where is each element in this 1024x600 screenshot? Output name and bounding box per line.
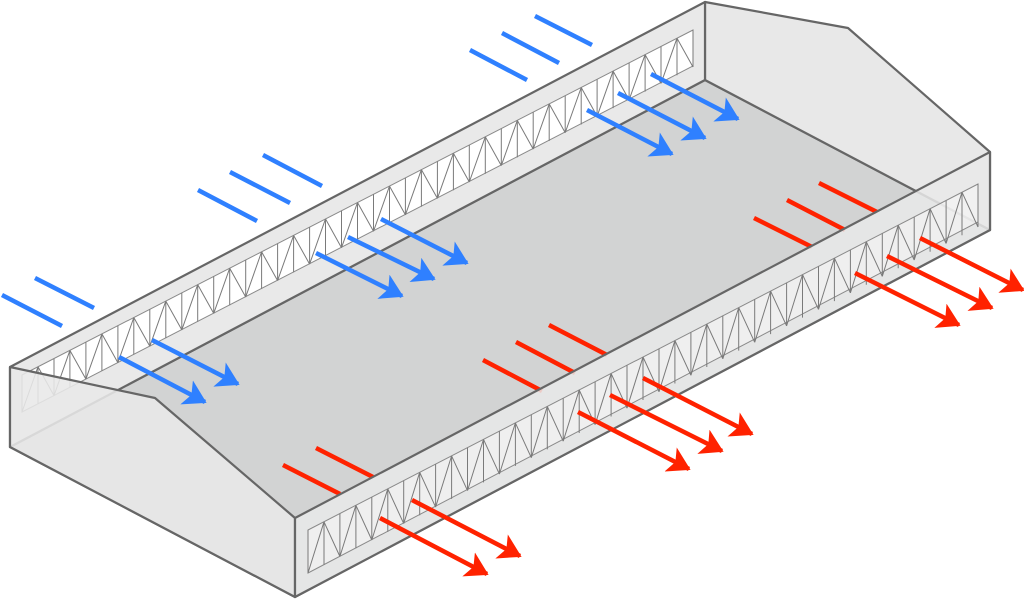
front-truss-icon [307, 184, 979, 574]
exhaust-arrow [641, 375, 754, 437]
intake-line [468, 48, 529, 82]
exhaust-arrow [918, 235, 1024, 293]
intake-line [0, 293, 64, 328]
exhaust-arrow [886, 253, 994, 311]
exhaust-arrows-outside [378, 235, 1024, 577]
intake-arrow [616, 91, 707, 141]
exhaust-line [281, 462, 342, 497]
exhaust-arrow [576, 409, 691, 472]
exhaust-line [314, 445, 375, 480]
intake-line [33, 275, 96, 311]
exhaust-line [514, 340, 577, 375]
intake-arrow [150, 337, 240, 387]
intake-arrow [379, 216, 469, 266]
exhaust-line [752, 215, 814, 250]
intake-arrow [585, 108, 674, 157]
exhaust-line [481, 358, 544, 393]
exhaust-arrow [853, 270, 961, 328]
exhaust-line [817, 180, 879, 215]
exhaust-line [547, 323, 609, 357]
intake-line [228, 170, 292, 205]
intake-line [196, 188, 259, 223]
intake-arrow [649, 72, 740, 122]
intake-arrows-inside [117, 72, 740, 405]
exhaust-arrow [410, 498, 522, 559]
intake-arrow [347, 234, 436, 283]
intake-arrow [117, 355, 207, 405]
intake-line [261, 153, 324, 188]
exhaust-lines-inside [281, 180, 879, 497]
intake-line [533, 13, 594, 48]
intake-arrow [314, 250, 404, 299]
exhaust-line [785, 198, 847, 232]
exhaust-arrow [378, 516, 489, 577]
intake-line [500, 31, 561, 65]
exhaust-arrow [608, 392, 724, 454]
intake-lines-outside [0, 13, 594, 328]
